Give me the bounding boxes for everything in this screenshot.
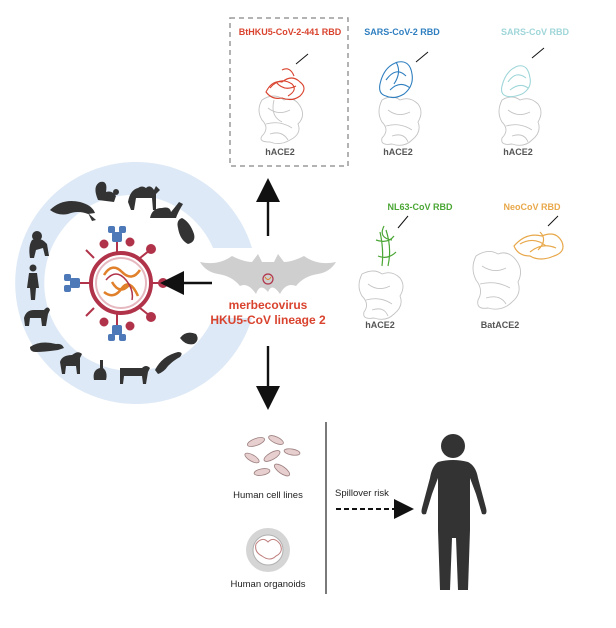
cow-icon <box>120 366 150 384</box>
mink-icon <box>30 342 64 352</box>
camel-icon <box>128 186 160 210</box>
hamster-icon <box>180 332 198 345</box>
monkey-icon <box>29 231 49 258</box>
structure-bt-hku5 <box>258 53 309 145</box>
virion-icon <box>64 226 168 341</box>
structure-neocov <box>472 215 564 310</box>
arrows <box>160 178 280 410</box>
label-neocov-receptor: BatACE2 <box>480 320 520 330</box>
label-sars-receptor: hACE2 <box>503 147 533 157</box>
structure-sars <box>498 47 545 146</box>
bat-icon <box>200 254 336 294</box>
structure-nl63 <box>358 215 409 320</box>
squirrel-icon <box>95 181 119 202</box>
label-bt-hku5-rbd: BtHKU5-CoV-2-441 RBD <box>238 27 342 37</box>
animal-icons <box>24 181 198 384</box>
dolphin-icon <box>155 352 182 374</box>
virus-name-line1: merbecovirus <box>228 298 308 312</box>
pangolin-icon <box>50 201 96 221</box>
label-sars2-receptor: hACE2 <box>383 147 413 157</box>
goat-icon <box>60 352 82 374</box>
virus-name-line2: HKU5-CoV lineage 2 <box>210 313 326 327</box>
label-sars-rbd: SARS-CoV RBD <box>500 27 570 37</box>
highlight-box <box>229 17 349 167</box>
label-nl63-rbd: NL63-CoV RBD <box>387 202 453 212</box>
label-sars2-rbd: SARS-CoV-2 RBD <box>364 27 440 37</box>
label-bt-hku5-receptor: hACE2 <box>265 147 295 157</box>
human-silhouette-icon <box>421 434 487 590</box>
label-nl63-receptor: hACE2 <box>365 320 395 330</box>
rabbit-icon <box>93 360 107 380</box>
label-neocov-rbd: NeoCoV RBD <box>503 202 561 212</box>
cell-lines-icon <box>244 435 301 477</box>
dog-icon <box>24 307 50 326</box>
label-cell-lines: Human cell lines <box>233 490 303 501</box>
bat-hanging-icon <box>177 218 195 244</box>
human-icon <box>27 264 39 300</box>
structure-sars2 <box>378 51 429 146</box>
organoid-icon <box>246 528 290 572</box>
label-spillover-risk: Spillover risk <box>335 488 389 499</box>
duck-icon <box>150 202 183 218</box>
label-organoids: Human organoids <box>230 579 306 590</box>
